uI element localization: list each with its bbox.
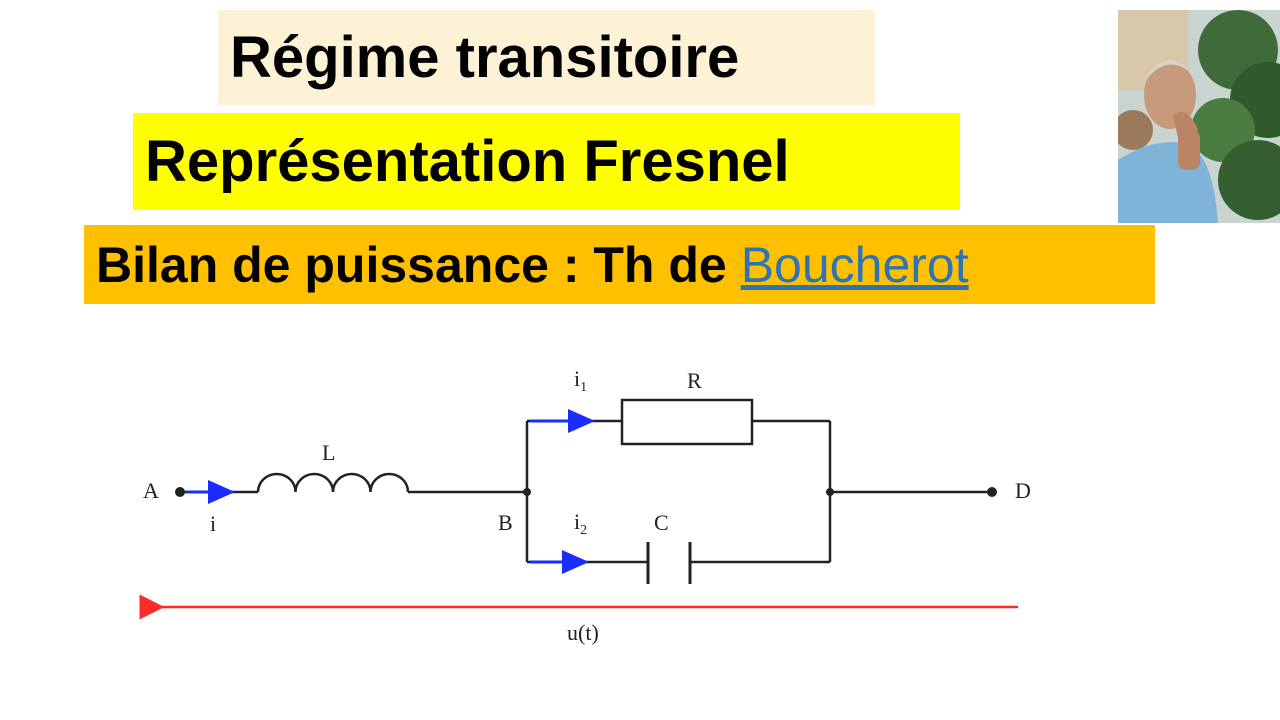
resistor-r bbox=[620, 398, 754, 446]
label-b: B bbox=[498, 510, 513, 535]
label-i2: i2 bbox=[574, 509, 587, 538]
boucherot-link[interactable]: Boucherot bbox=[740, 236, 969, 293]
terminal-d bbox=[987, 487, 997, 497]
title-line-1: Régime transitoire bbox=[230, 25, 740, 90]
label-d: D bbox=[1015, 478, 1031, 503]
title-banner-fresnel: Représentation Fresnel bbox=[133, 113, 960, 210]
label-c: C bbox=[654, 510, 669, 535]
title-banner-regime: Régime transitoire bbox=[218, 10, 875, 105]
label-l: L bbox=[322, 440, 335, 465]
title-banner-puissance: Bilan de puissance : Th de Boucherot bbox=[84, 225, 1155, 304]
title-line-3: Bilan de puissance : Th de bbox=[96, 236, 727, 293]
inductor-l bbox=[256, 472, 410, 493]
label-i1: i1 bbox=[574, 366, 587, 395]
label-i: i bbox=[210, 511, 216, 536]
presenter-photo bbox=[1118, 10, 1280, 223]
label-r: R bbox=[687, 368, 702, 393]
label-u: u(t) bbox=[567, 620, 599, 645]
label-a: A bbox=[143, 478, 159, 503]
title-line-2: Représentation Fresnel bbox=[145, 129, 790, 194]
circuit-diagram: A i L B i1 R i2 C D u(t) bbox=[139, 366, 1031, 645]
